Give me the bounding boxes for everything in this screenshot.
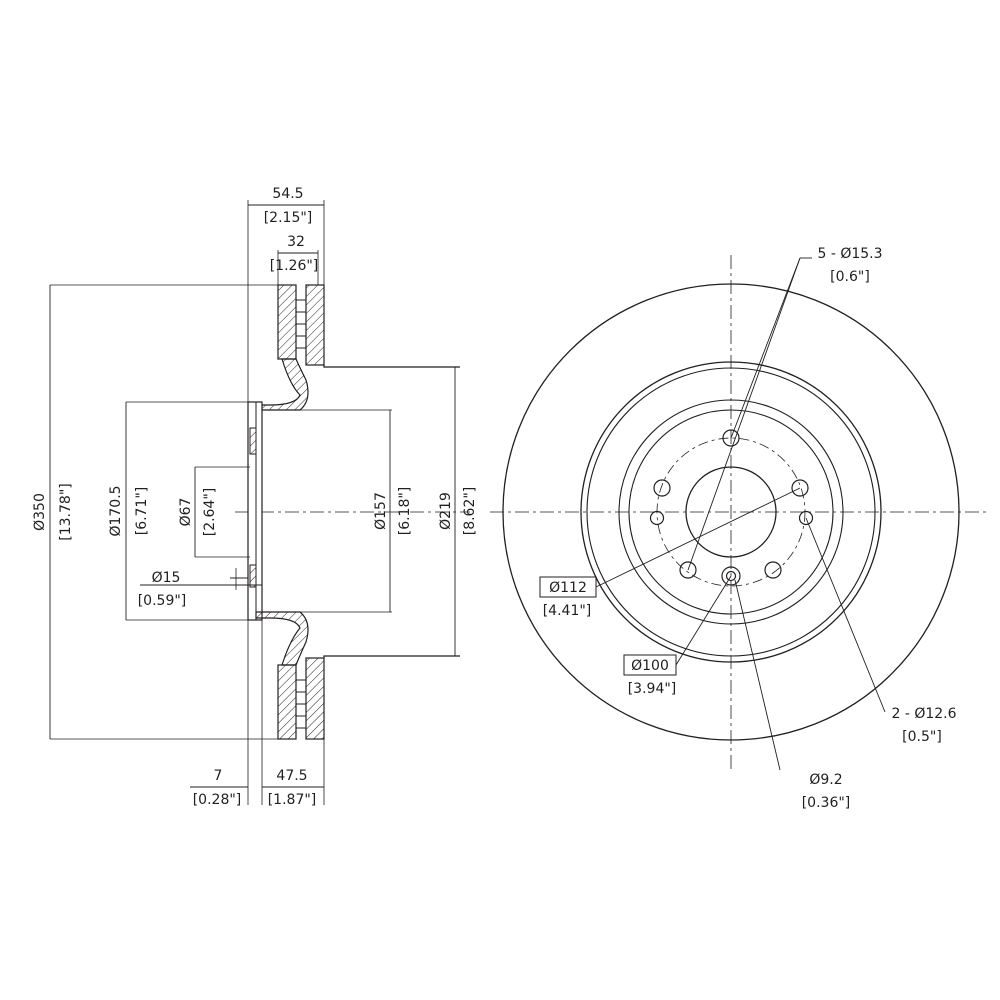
pin-holes-mm: 2 - Ø12.6 (891, 706, 956, 722)
side-view (49, 200, 470, 805)
top-hat-neck (255, 358, 309, 411)
bottom-hat-neck (255, 611, 309, 666)
side-extension-lines (50, 200, 392, 805)
center-bore-mm: Ø67 (178, 498, 194, 527)
pin-holes-in: [0.5"] (902, 729, 942, 745)
overall-width-in: [2.15"] (264, 210, 313, 226)
hat-width-in: [1.26"] (270, 258, 319, 274)
hat-width-mm: 32 (287, 234, 305, 250)
small-hole (721, 566, 741, 586)
inner-circle-in: [3.94"] (628, 681, 677, 697)
hat-thickness-in: [0.28"] (193, 792, 242, 808)
hat-diameter-mm: Ø170.5 (108, 485, 124, 536)
bolt-holes (653, 429, 809, 579)
front-view (490, 255, 990, 771)
hat-offset-mm: 47.5 (276, 768, 307, 784)
bolt-circle-mm: Ø112 (549, 580, 587, 596)
hat-hole-lower (249, 564, 257, 588)
inner-diameter-mm: Ø157 (373, 492, 389, 530)
bolt-holes-mm: 5 - Ø15.3 (817, 246, 882, 262)
hat-thickness-mm: 7 (214, 768, 223, 784)
hat-offset-in: [1.87"] (268, 792, 317, 808)
front-leader-lines (595, 257, 886, 771)
hat-face (618, 399, 844, 625)
hat-inner (628, 409, 834, 615)
friction-inner-diameter-in: [8.62"] (462, 487, 478, 536)
top-friction-section (277, 284, 460, 368)
center-bore-in: [2.64"] (202, 488, 218, 537)
small-hole-mm: Ø9.2 (809, 772, 842, 788)
overall-width-mm: 54.5 (272, 186, 303, 202)
friction-inner-diameter-mm: Ø219 (438, 492, 454, 530)
locating-hole-in: [0.59"] (138, 593, 187, 609)
bottom-friction-section (277, 655, 460, 740)
inner-circle-mm: Ø100 (631, 658, 669, 674)
locating-hole-mm: Ø15 (152, 570, 181, 586)
rotor-diameter-mm: Ø350 (32, 493, 48, 531)
small-hole-in: [0.36"] (802, 795, 851, 811)
rotor-diameter-in: [13.78"] (58, 483, 74, 540)
friction-inner-edge (580, 361, 882, 663)
center-bore (685, 466, 777, 558)
hat-hole-upper (249, 427, 257, 455)
bolt-circle-in: [4.41"] (543, 603, 592, 619)
side-labels: 54.5 [2.15"] 32 [1.26"] Ø350 [13.78"] Ø1… (32, 186, 478, 808)
side-dimension-lines (49, 204, 456, 788)
rotor-outer-edge (502, 283, 960, 741)
inner-circle-box (623, 654, 677, 676)
bolt-circle-box (539, 576, 597, 598)
front-labels: 5 - Ø15.3 [0.6"] Ø112 [4.41"] Ø100 [3.94… (543, 246, 957, 811)
bolt-holes-in: [0.6"] (830, 269, 870, 285)
hat-edge (586, 367, 876, 657)
hat-diameter-in: [6.71"] (134, 487, 150, 536)
inner-diameter-in: [6.18"] (397, 487, 413, 536)
pin-holes (649, 510, 814, 526)
